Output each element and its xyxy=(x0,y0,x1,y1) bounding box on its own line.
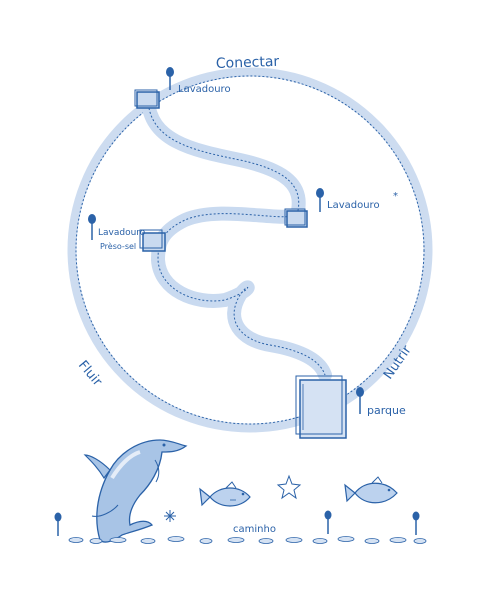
stop-lavadouro-left: Lavadouro Prèso-sel xyxy=(88,214,166,252)
label-parque: parque xyxy=(367,404,406,417)
pin-icon xyxy=(54,512,62,536)
winding-path xyxy=(141,93,332,382)
label-lavadouro-right: Lavadouro xyxy=(327,200,380,211)
dolphin-icon xyxy=(83,439,188,543)
stop-parque: parque xyxy=(295,375,406,439)
sparkle-icon xyxy=(164,510,176,522)
pin-icon xyxy=(356,387,364,414)
pin-icon xyxy=(324,510,332,534)
pin-icon xyxy=(316,188,324,212)
fish-icon xyxy=(199,481,251,507)
asterisk-icon: * xyxy=(393,191,398,202)
fish-icon xyxy=(344,476,398,504)
starfish-icon xyxy=(276,474,302,500)
route-circle xyxy=(67,67,433,433)
label-lavadouro-top: Lavadouro xyxy=(178,84,231,95)
label-caminho: caminho xyxy=(233,524,276,535)
stop-lavadouro-top: Lavadouro xyxy=(134,67,231,109)
pin-icon xyxy=(88,214,96,240)
label-preso-sel: Prèso-sel xyxy=(100,241,136,251)
pin-icon xyxy=(412,511,420,535)
stepping-stones xyxy=(68,536,427,544)
pin-icon xyxy=(166,67,174,90)
stop-lavadouro-right: Lavadouro * xyxy=(284,188,398,228)
ring-label-top: Conectar xyxy=(216,54,280,72)
ring-label-left: Fluir xyxy=(75,358,105,390)
label-lavadouro-left: Lavadouro xyxy=(98,228,146,238)
